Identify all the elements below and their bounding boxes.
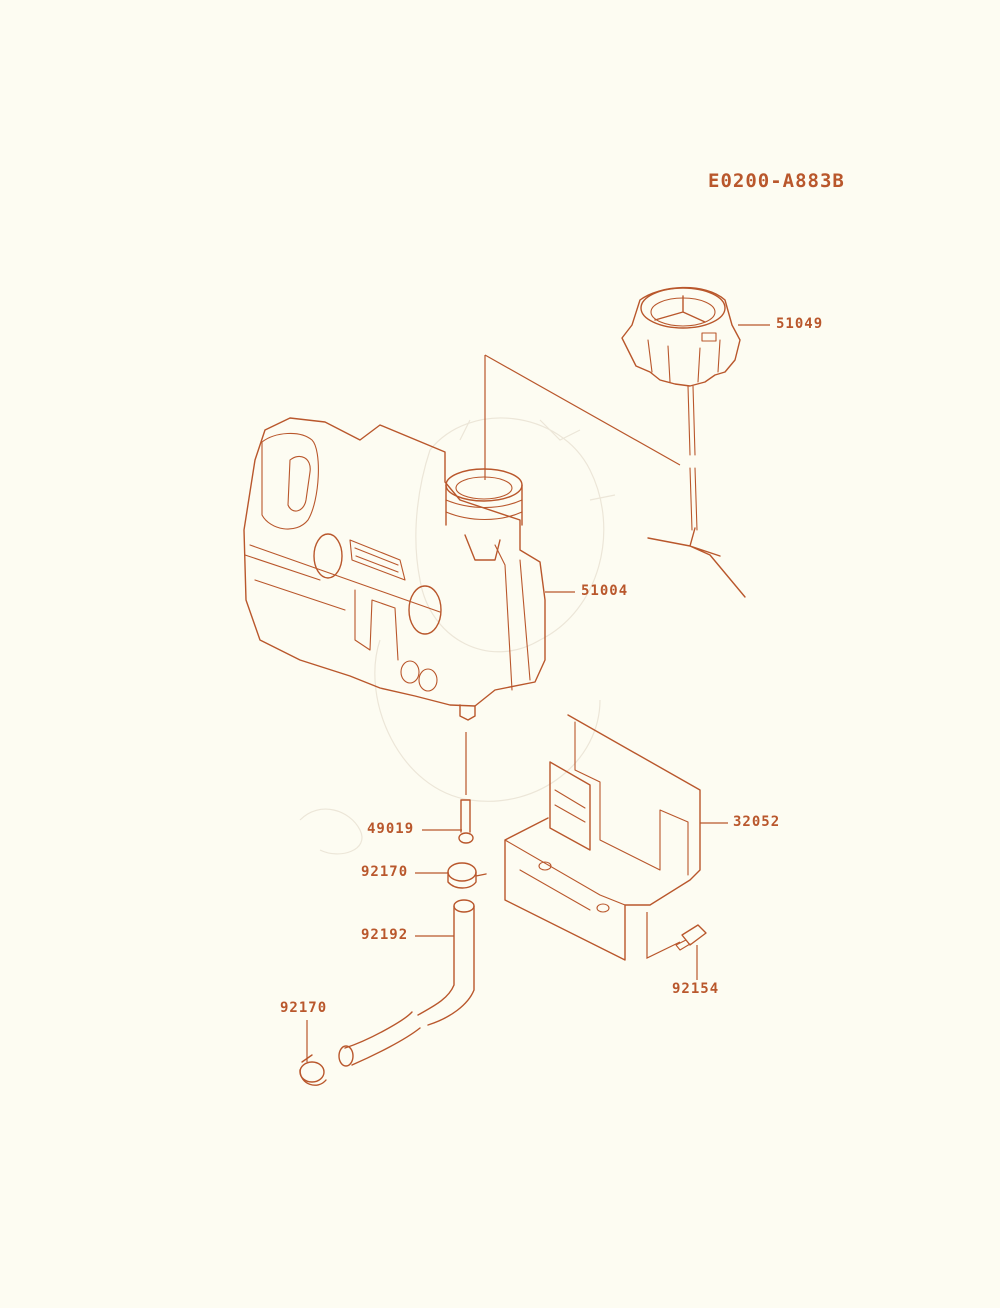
outlet-fitting — [458, 732, 474, 844]
part-number-clamp-upper: 92170 — [361, 864, 409, 880]
fuel-tank — [243, 417, 546, 721]
upper-hose-clamp — [447, 862, 487, 889]
diagram-code: E0200-A883B — [708, 170, 845, 192]
part-number-fitting: 49019 — [367, 821, 415, 837]
part-number-cap: 51049 — [776, 316, 824, 332]
part-number-tank: 51004 — [581, 583, 629, 599]
lower-hose-clamp — [299, 1054, 327, 1086]
fuel-hose — [338, 899, 475, 1067]
part-number-bracket: 32052 — [733, 814, 781, 830]
part-number-bolt: 92154 — [672, 981, 720, 997]
tank-bracket — [504, 714, 701, 961]
bracket-bolt — [646, 912, 707, 959]
fuel-cap — [621, 286, 746, 598]
part-number-clamp-lower: 92170 — [280, 1000, 328, 1016]
cap-assembly-leader — [484, 354, 681, 480]
watermark-logo — [299, 417, 616, 855]
part-number-hose: 92192 — [361, 927, 409, 943]
